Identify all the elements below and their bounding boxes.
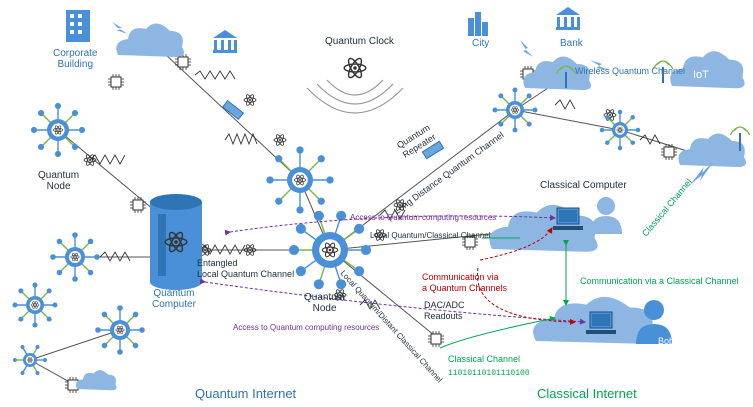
entangled-channel-label: Entangled Local Quantum Channel bbox=[197, 258, 295, 279]
quantum-node-icon bbox=[30, 102, 86, 158]
cloud-icon bbox=[76, 370, 117, 391]
quantum-computer-icon bbox=[150, 194, 202, 290]
chip-icon bbox=[129, 196, 147, 214]
iot-label: IoT bbox=[693, 69, 709, 81]
city-icon bbox=[468, 12, 488, 36]
bank-icon bbox=[556, 7, 580, 30]
bob-computer-icon bbox=[586, 311, 616, 334]
quantum-node-icon bbox=[599, 109, 641, 151]
atom-icon bbox=[273, 133, 287, 147]
quantum-node-icon bbox=[95, 305, 145, 355]
classical-computer-label: Classical Computer bbox=[540, 180, 627, 191]
alice-computer-icon bbox=[553, 207, 583, 230]
quantum-internet-heading: Quantum Internet bbox=[195, 386, 297, 401]
alice-label: Alice bbox=[598, 235, 616, 244]
access-arrows bbox=[199, 214, 586, 349]
alice-avatar bbox=[590, 197, 622, 234]
cloud-icon bbox=[116, 23, 185, 57]
quantum-node-icon bbox=[50, 232, 100, 282]
antenna-icon bbox=[555, 65, 577, 88]
quantum-node-center-label: Quantum Node bbox=[304, 292, 346, 314]
quantum-node-icon bbox=[492, 87, 538, 133]
antenna-icon bbox=[652, 60, 674, 83]
quantum-node-icon bbox=[266, 146, 334, 214]
bob-label: Bob bbox=[658, 336, 675, 346]
local-quantum-classical-channel-label: Local Quantum/Classical Channel bbox=[370, 231, 491, 240]
quantum-clock-icon bbox=[306, 55, 404, 114]
binary-bits-label: 11010110101110100 bbox=[448, 369, 530, 378]
quantum-node-label: Quantum Node bbox=[38, 170, 80, 192]
corporate-building-icon bbox=[66, 10, 90, 42]
access-quantum-resources-label-top: Access to Quantum computing resources bbox=[350, 213, 497, 222]
wireless-bolt-icon bbox=[112, 22, 714, 185]
antenna-icon bbox=[729, 126, 751, 151]
classical-channel-label-bottom: Classical Channel bbox=[448, 354, 521, 364]
city-label: City bbox=[472, 38, 490, 49]
communication-classical-label: Communication via a Classical Channel bbox=[580, 276, 739, 286]
dac-adc-label: DAC/ADC Readouts bbox=[424, 300, 465, 321]
access-quantum-resources-label-bottom: Access to Quantum computing resources bbox=[233, 323, 380, 332]
chip-icon bbox=[427, 330, 445, 348]
atom-icon bbox=[243, 93, 257, 107]
cloud-icon bbox=[678, 133, 746, 167]
device-icon bbox=[221, 99, 245, 121]
classical-internet-heading: Classical Internet bbox=[537, 386, 637, 401]
bank-label: Bank bbox=[560, 38, 583, 49]
wireless-channel-label: Wireless Quantum Channel bbox=[575, 66, 686, 76]
bob-avatar bbox=[636, 300, 672, 344]
chip-icon bbox=[107, 73, 125, 91]
communication-quantum-label: Communication via a Quantum Channels bbox=[422, 272, 508, 293]
quantum-node-icon bbox=[13, 345, 47, 375]
quantum-node-icon bbox=[12, 282, 58, 328]
chip-icon bbox=[660, 143, 678, 161]
quantum-computer-label: Quantum Computer bbox=[152, 288, 196, 310]
quantum-clock-label: Quantum Clock bbox=[325, 36, 394, 47]
corporate-building-label: Corporate Building bbox=[53, 48, 98, 70]
bank-icon bbox=[213, 30, 237, 53]
quantum-repeater-icon bbox=[421, 140, 445, 160]
